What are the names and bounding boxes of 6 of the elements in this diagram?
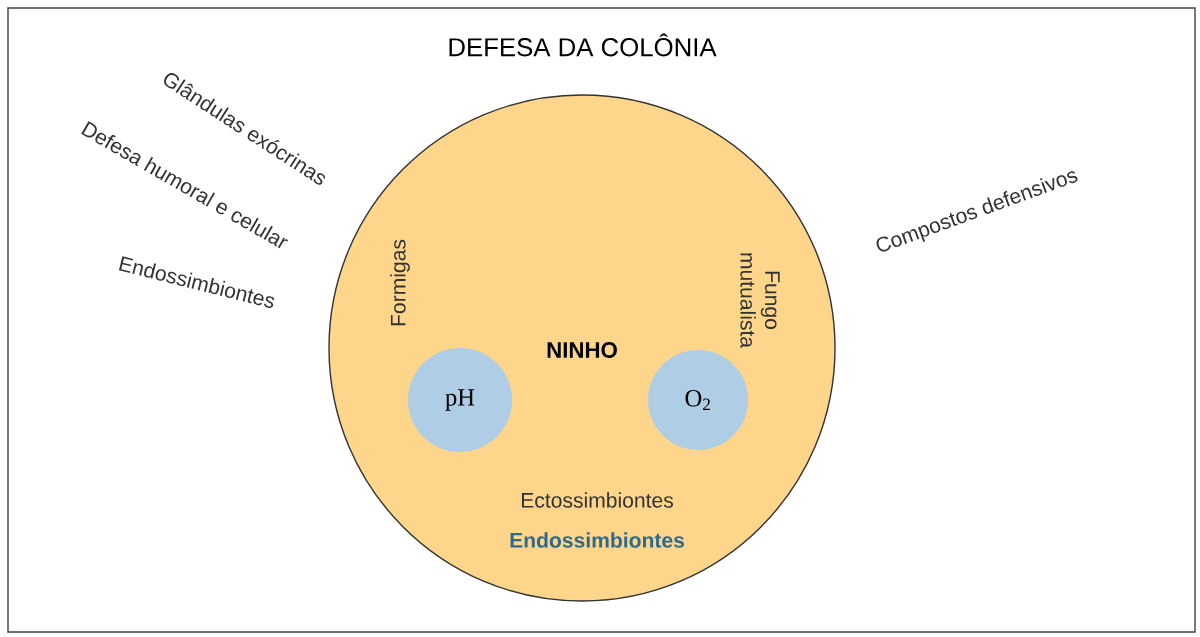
circle-label: Formigas — [390, 239, 410, 326]
title: DEFESA DA COLÔNIA — [449, 33, 717, 57]
circle-label: Endossimbiontes — [510, 532, 685, 548]
circle-label: Ectossimbiontes — [521, 492, 673, 508]
circle-heading: NINHO — [547, 342, 617, 358]
circle-label: Fungo mutualista — [740, 253, 780, 349]
